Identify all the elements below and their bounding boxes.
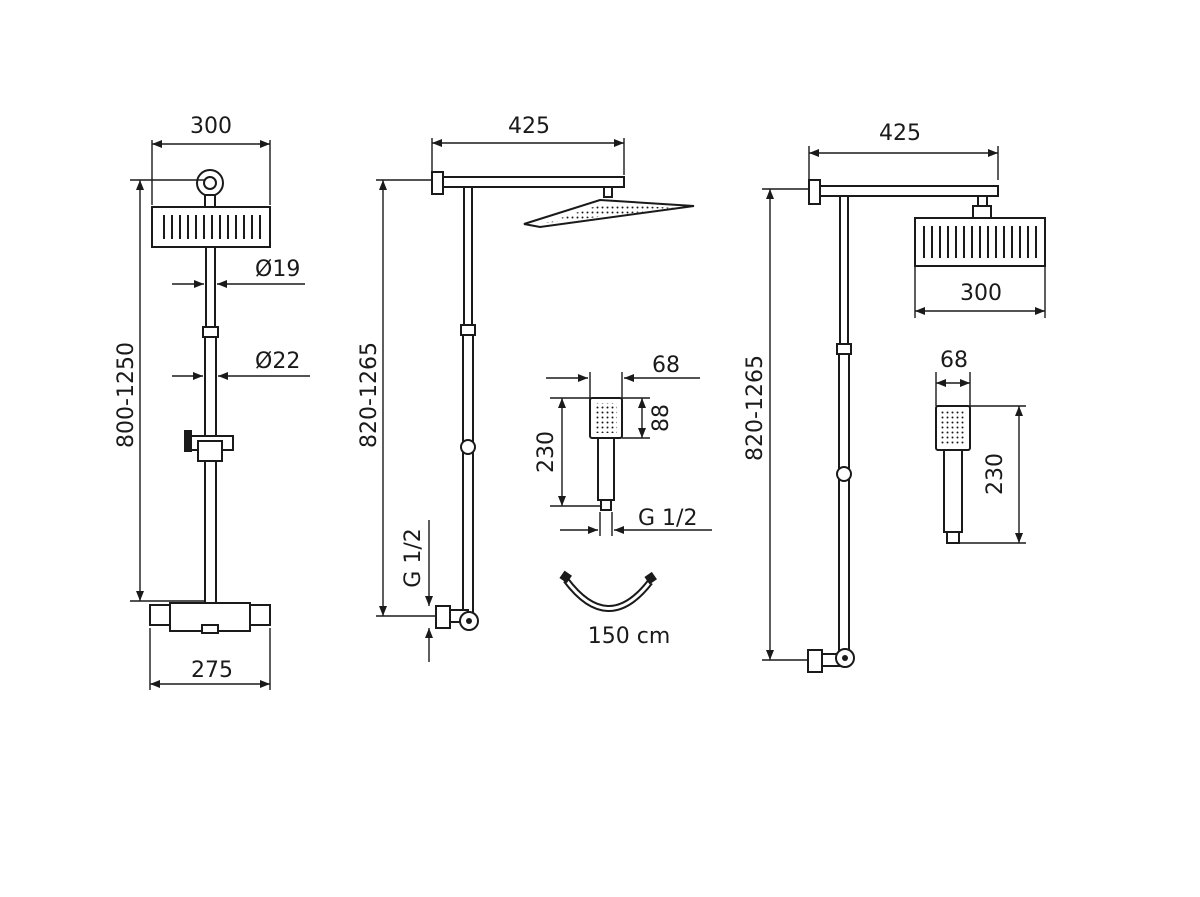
hose-view: 150 cm bbox=[559, 570, 671, 649]
side-inlet-thread: G 1/2 bbox=[401, 528, 426, 587]
front-lower-pipe bbox=[204, 336, 217, 606]
variant-head-width-label: 300 bbox=[960, 281, 1002, 306]
hand-thread-label: G 1/2 bbox=[638, 506, 697, 531]
front-head-width-label: 300 bbox=[190, 114, 232, 139]
hand-head-height-label: 88 bbox=[649, 404, 674, 432]
variant-height-range: 820-1265 bbox=[743, 355, 768, 461]
side-valve bbox=[435, 605, 451, 629]
hand-width-label: 68 bbox=[652, 353, 680, 378]
side-arm bbox=[442, 176, 625, 188]
variant-hand-length-label: 230 bbox=[983, 453, 1008, 495]
hose-length-label: 150 cm bbox=[588, 624, 671, 649]
front-mixer-width-label: 275 bbox=[191, 658, 233, 683]
front-upper-pipe bbox=[205, 246, 216, 328]
front-pipe-dia-19: Ø19 bbox=[255, 257, 300, 282]
side-arm-length-label: 425 bbox=[508, 114, 550, 139]
hand-length-label: 230 bbox=[534, 431, 559, 473]
front-pipe-dia-22: Ø22 bbox=[255, 349, 300, 374]
variant-hand-width-label: 68 bbox=[940, 348, 968, 373]
variant-arm-length-label: 425 bbox=[879, 121, 921, 146]
hand-shower-view: 68 88 230 G 1/2 bbox=[534, 353, 712, 536]
front-height-range: 800-1250 bbox=[114, 342, 139, 448]
variant-arm bbox=[819, 185, 999, 197]
front-view: 300 Ø19 Ø22 800-1250 bbox=[114, 114, 310, 690]
variant-view: 425 300 820-1265 68 bbox=[743, 121, 1046, 673]
side-view: 425 820-1265 G 1/2 bbox=[357, 114, 695, 662]
side-height-range: 820-1265 bbox=[357, 342, 382, 448]
